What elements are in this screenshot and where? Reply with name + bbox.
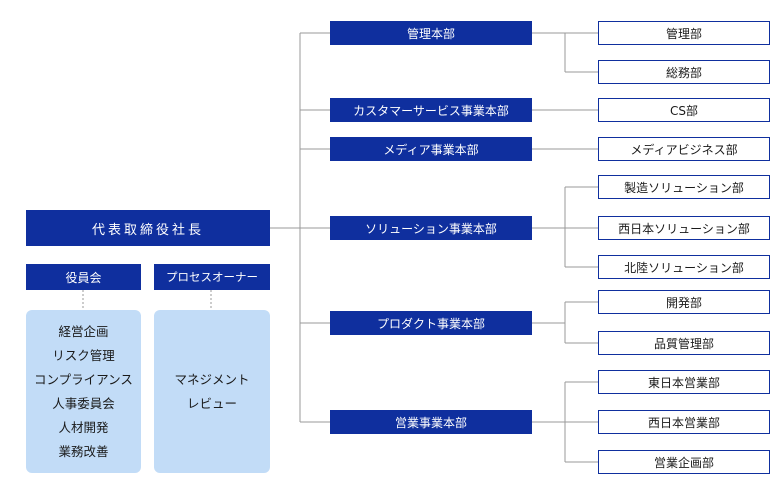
- hq-box-media: メディア事業本部: [330, 137, 532, 161]
- board-label: 役員会: [65, 270, 102, 285]
- dept-box: 西日本ソリューション部: [598, 216, 770, 240]
- committee-item: 業務改善: [58, 443, 109, 459]
- dept-box: 管理部: [598, 21, 770, 45]
- dept-box: 開発部: [598, 290, 770, 314]
- dept-box: 東日本営業部: [598, 370, 770, 394]
- dept-label: メディアビジネス部: [630, 142, 738, 157]
- process-role-item: レビュー: [186, 395, 237, 411]
- committee-item: 経営企画: [58, 323, 109, 339]
- process-role-item: マネジメント: [174, 371, 250, 387]
- dept-label: 開発部: [665, 295, 702, 310]
- process-owner-box: プロセスオーナー: [154, 264, 270, 290]
- committee-item: リスク管理: [52, 347, 115, 363]
- dept-box: メディアビジネス部: [598, 137, 770, 161]
- dept-box: 総務部: [598, 60, 770, 84]
- dept-label: 営業企画部: [653, 455, 714, 470]
- dept-box: 北陸ソリューション部: [598, 255, 770, 279]
- hq-label: ソリューション事業本部: [365, 221, 497, 236]
- process-owner-label: プロセスオーナー: [166, 270, 258, 284]
- committee-item: 人事委員会: [52, 395, 115, 411]
- dept-label: 製造ソリューション部: [624, 180, 744, 195]
- dept-box: 西日本営業部: [598, 410, 770, 434]
- ceo-box: 代表取締役社長: [26, 210, 270, 246]
- hq-box-solution: ソリューション事業本部: [330, 216, 532, 240]
- dept-label: 北陸ソリューション部: [624, 260, 744, 275]
- hq-box-customer-service: カスタマーサービス事業本部: [330, 98, 532, 122]
- board-box: 役員会: [26, 264, 141, 290]
- process-owner-roles-box: マネジメント レビュー: [154, 310, 270, 473]
- dept-label: 管理部: [665, 26, 702, 41]
- hq-box-product: プロダクト事業本部: [330, 311, 532, 335]
- hq-label: 営業事業本部: [394, 415, 467, 430]
- ceo-label: 代表取締役社長: [91, 222, 204, 238]
- hq-label: 管理本部: [406, 26, 455, 41]
- dept-label: 品質管理部: [653, 336, 714, 351]
- hq-box-sales: 営業事業本部: [330, 410, 532, 434]
- board-committees-box: 経営企画 リスク管理 コンプライアンス 人事委員会 人材開発 業務改善: [26, 310, 141, 473]
- hq-label: プロダクト事業本部: [376, 316, 485, 331]
- dept-label: 東日本営業部: [647, 375, 720, 390]
- hq-box-admin: 管理本部: [330, 21, 532, 45]
- dept-label: 西日本ソリューション部: [618, 221, 750, 236]
- hq-label: メディア事業本部: [383, 142, 479, 157]
- dept-label: CS部: [670, 103, 698, 118]
- dept-box: 品質管理部: [598, 331, 770, 355]
- committee-item: コンプライアンス: [34, 371, 133, 387]
- dept-label: 総務部: [665, 65, 702, 80]
- committee-item: 人材開発: [58, 419, 109, 435]
- hq-label: カスタマーサービス事業本部: [353, 103, 509, 118]
- dept-box: 営業企画部: [598, 450, 770, 474]
- dept-box: CS部: [598, 98, 770, 122]
- dept-box: 製造ソリューション部: [598, 175, 770, 199]
- dept-label: 西日本営業部: [647, 415, 720, 430]
